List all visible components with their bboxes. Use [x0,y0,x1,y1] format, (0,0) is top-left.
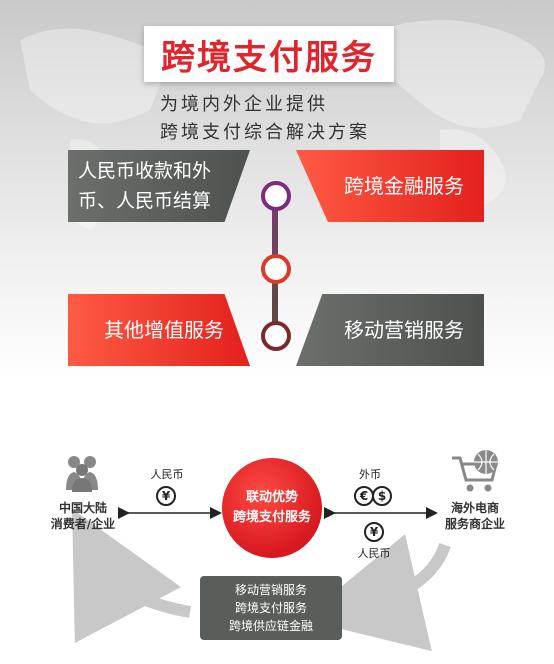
right-currency-label-top: 外币 [359,468,381,481]
right-currency-label-bottom: 人民币 [357,547,391,560]
shopping-cart-globe-icon [448,448,504,494]
title-banner: 跨境支付服务 [144,26,394,82]
yuan-coin-icon: ¥ [156,486,176,506]
timeline-node-3 [261,321,291,351]
service-item-1: 移动营销服务 [234,583,307,597]
center-line-2: 跨境支付服务 [232,510,311,525]
center-service-circle: 联动优势 跨境支付服务 [222,458,322,558]
panel-mobile-marketing: 移动营销服务 [296,294,484,366]
euro-coin-icon: € [354,486,374,506]
center-line-1: 联动优势 [245,490,298,505]
panel-rmb-settlement-line-2: 币、人民币结算 [78,190,212,212]
panel-rmb-settlement-line-1: 人民币收款和外 [78,160,212,182]
page-title: 跨境支付服务 [161,37,377,78]
yuan-coin-icon-right: ¥ [364,522,384,542]
service-item-3: 跨境供应链金融 [228,619,313,633]
panel-finance-service: 跨境金融服务 [296,150,484,222]
timeline-node-1 [261,181,291,211]
left-entity-line-1: 中国大陆 [58,501,107,515]
subtitle-line-2: 跨境支付综合解决方案 [160,122,370,143]
subtitle-line-1: 为境内外企业提供 [160,94,328,115]
panel-value-added-service-label: 其他增值服务 [104,318,224,342]
services-box: 移动营销服务 跨境支付服务 跨境供应链金融 [200,576,342,640]
right-entity-label: 海外电商 服务商企业 [430,500,520,532]
left-currency-label: 人民币 [150,468,184,481]
panel-rmb-settlement: 人民币收款和外 币、人民币结算 [68,150,250,222]
left-entity-line-2: 消费者/企业 [50,517,116,531]
service-item-2: 跨境支付服务 [234,601,307,615]
panel-mobile-marketing-label: 移动营销服务 [344,318,464,342]
left-entity-label: 中国大陆 消费者/企业 [40,500,126,532]
panel-value-added-service: 其他增值服务 [68,294,250,366]
dollar-coin-icon: $ [372,486,392,506]
left-curved-arrow [72,508,192,644]
right-curved-arrow [301,534,451,652]
people-group-icon [62,452,102,492]
right-entity-line-2: 服务商企业 [444,517,505,531]
panel-finance-service-label: 跨境金融服务 [344,174,464,198]
timeline-node-2 [261,254,291,284]
right-entity-line-1: 海外电商 [450,501,499,515]
